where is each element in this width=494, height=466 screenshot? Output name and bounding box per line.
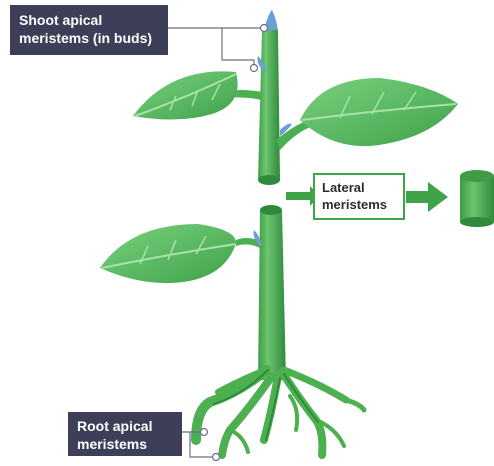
label-line: Root apical bbox=[77, 417, 173, 435]
label-line: meristems bbox=[77, 435, 173, 453]
leader-endpoint bbox=[201, 429, 208, 436]
upper-stem bbox=[225, 30, 320, 185]
stem-cross-section-cylinder bbox=[460, 170, 494, 227]
label-line: Shoot apical bbox=[19, 11, 159, 29]
leader-endpoint bbox=[251, 65, 258, 72]
lateral-arrow-right bbox=[406, 182, 448, 212]
leader-endpoint bbox=[261, 25, 268, 32]
leaf-lower-left bbox=[100, 224, 236, 283]
shoot-leader-lines bbox=[168, 28, 264, 66]
root-apical-meristems-label: Root apical meristems bbox=[68, 412, 182, 456]
label-line: Lateral bbox=[322, 179, 396, 196]
label-line: meristems bbox=[322, 196, 396, 213]
lower-stem bbox=[236, 205, 286, 380]
leaf-upper-left bbox=[133, 71, 238, 119]
leaf-upper-right bbox=[300, 78, 458, 146]
shoot-apical-meristems-label: Shoot apical meristems (in buds) bbox=[10, 5, 168, 55]
label-line: meristems (in buds) bbox=[19, 29, 159, 47]
lateral-meristems-label: Lateral meristems bbox=[313, 173, 405, 220]
leader-endpoint bbox=[213, 454, 220, 461]
